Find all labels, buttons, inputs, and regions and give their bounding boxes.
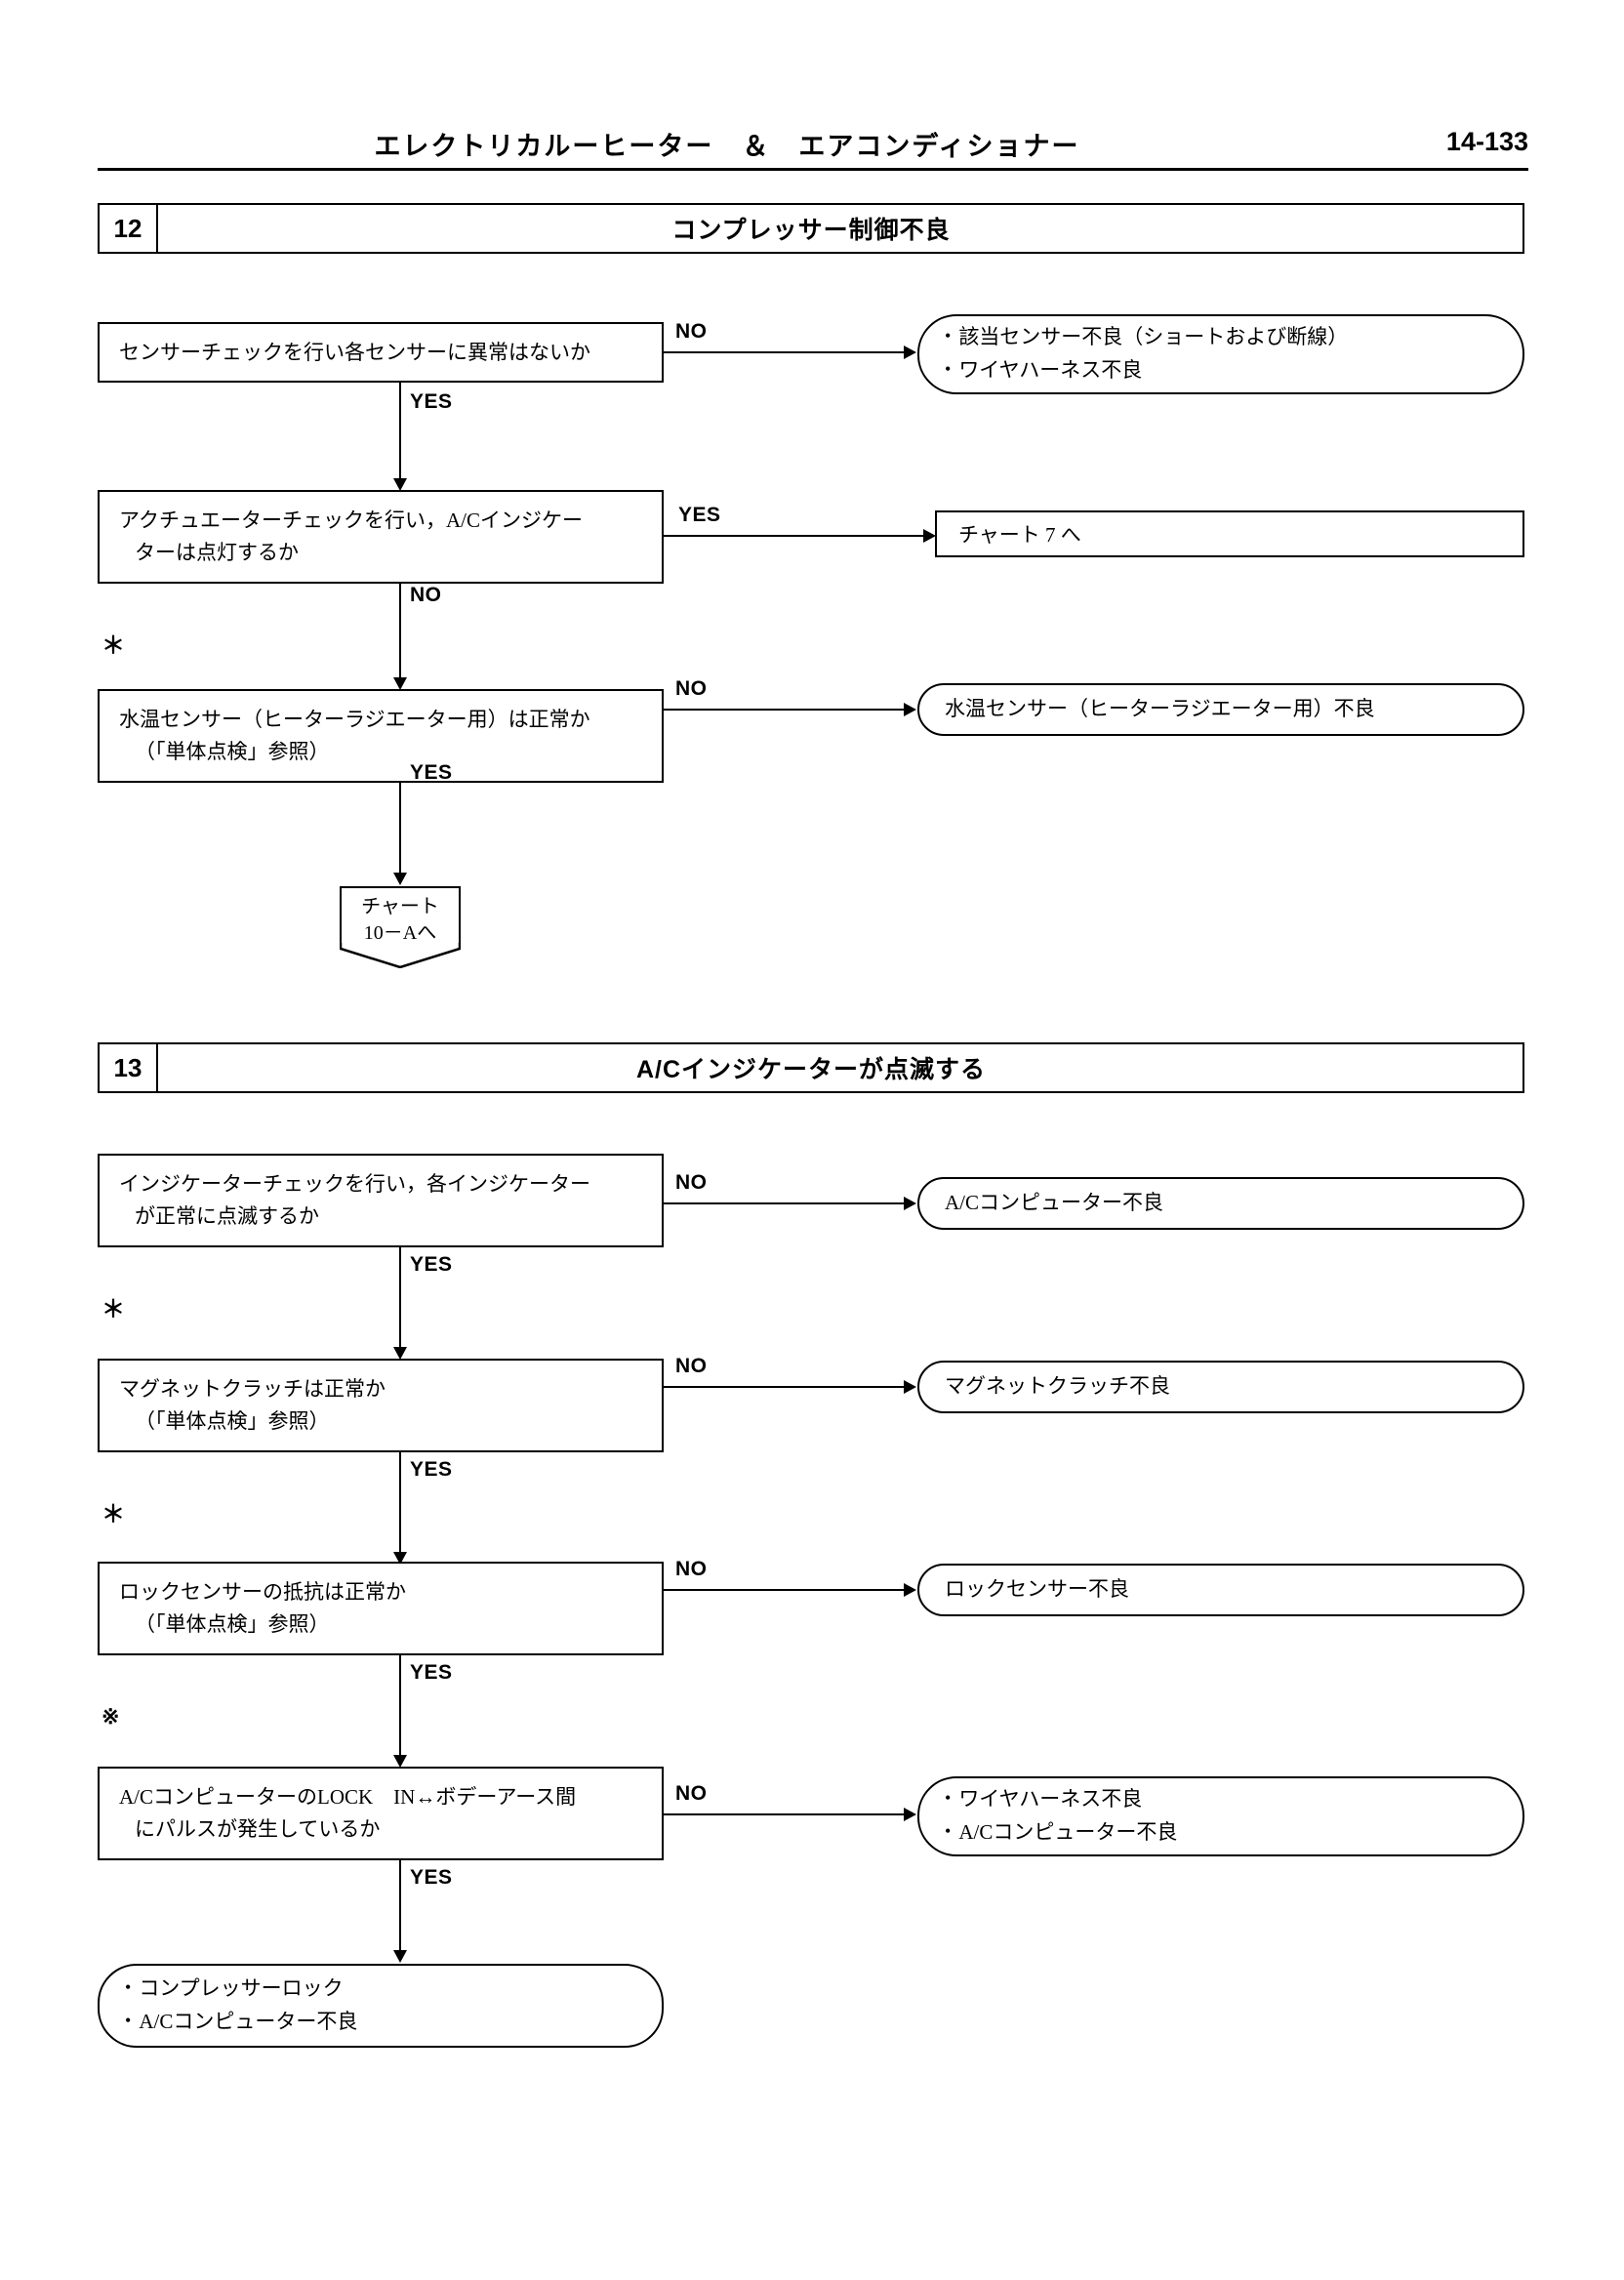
question-line-2: が正常に点滅するか — [135, 1204, 319, 1228]
chart-12-step-3-question: 水温センサー（ヒーターラジエーター用）は正常か （「単体点検」参照） — [98, 689, 664, 783]
chart-13-branch-4-line — [664, 1813, 908, 1815]
chart-12-number: 12 — [100, 205, 158, 252]
question-line-1: アクチュエーターチェックを行い，A/Cインジケー — [119, 509, 583, 533]
chart-13-flow-1-2-arrowhead — [393, 1347, 407, 1360]
result-line-2: A/Cコンピューター不良 — [945, 1816, 1497, 1850]
page-number: 14-133 — [1445, 127, 1528, 156]
chart-12-flow-1-2-arrowhead — [393, 478, 407, 491]
result-line-1: マグネットクラッチ不良 — [945, 1374, 1170, 1399]
chart-13-flow-2-3-arrowhead — [393, 1552, 407, 1565]
terminal-line-2: 10－Aへ — [363, 922, 437, 944]
chart-12-branch-3-label: NO — [675, 677, 708, 700]
result-line-1: ロックセンサー不良 — [945, 1577, 1129, 1602]
result-line-1: A/Cコンピューター不良 — [945, 1191, 1164, 1215]
question-line-1: インジケーターチェックを行い，各インジケーター — [119, 1172, 590, 1197]
chart-12-branch-2-label: YES — [678, 504, 721, 526]
chart-12-branch-2-arrowhead — [923, 529, 936, 543]
chart-13-branch-2-line — [664, 1386, 908, 1388]
chart-12-branch-3-line — [664, 709, 908, 711]
chart-12-flow-2-3-arrowhead — [393, 677, 407, 690]
chart-12-flow-3-terminal-line — [399, 783, 401, 876]
chart-13-terminal-result: コンプレッサーロック A/Cコンピューター不良 — [98, 1964, 664, 2048]
chart-12-terminal-goto: チャート 10－Aへ — [340, 886, 461, 968]
question-line-1: 水温センサー（ヒーターラジエーター用）は正常か — [119, 708, 590, 732]
chart-12-down-1-label: YES — [410, 390, 453, 413]
question-line-1: センサーチェックを行い各センサーに異常はないか — [119, 340, 590, 364]
result-line-2: ワイヤハーネス不良 — [945, 354, 1497, 387]
chart-13-flow-2-3-line — [399, 1452, 401, 1556]
chart-12-result-1: 該当センサー不良（ショートおよび断線） ワイヤハーネス不良 — [917, 314, 1524, 394]
result-line-1: チャート 7 へ — [958, 523, 1081, 547]
chart-12-result-3: 水温センサー（ヒーターラジエーター用）不良 — [917, 683, 1524, 736]
terminal-line-1: コンプレッサーロック — [125, 1973, 636, 2006]
chart-13-result-1: A/Cコンピューター不良 — [917, 1177, 1524, 1230]
chart-13-step-3-question: ロックセンサーの抵抗は正常か （「単体点検」参照） — [98, 1562, 664, 1655]
question-line-1: マグネットクラッチは正常か — [119, 1377, 386, 1402]
chart-13-result-3: ロックセンサー不良 — [917, 1564, 1524, 1616]
result-line-1: 水温センサー（ヒーターラジエーター用）不良 — [945, 697, 1375, 721]
pentagon-tip-icon — [340, 943, 461, 968]
chart-13-step-4-note-mark: ※ — [102, 1704, 120, 1729]
chart-13-flow-4-terminal-line — [399, 1860, 401, 1954]
chart-13-branch-2-label: NO — [675, 1355, 708, 1377]
chart-13-number: 13 — [100, 1044, 158, 1091]
result-line-1: 該当センサー不良（ショートおよび断線） — [945, 321, 1497, 354]
chart-13-step-1-question: インジケーターチェックを行い，各インジケーター が正常に点滅するか — [98, 1154, 664, 1247]
chart-13-down-3-label: YES — [410, 1661, 453, 1684]
chart-13-down-2-label: YES — [410, 1458, 453, 1481]
chart-12-branch-1-line — [664, 351, 908, 353]
chart-13-step-2-question: マグネットクラッチは正常か （「単体点検」参照） — [98, 1359, 664, 1452]
page-title: エレクトリカルーヒーター ＆ エアコンディショナー — [374, 132, 1080, 161]
terminal-line-1: チャート — [361, 896, 439, 917]
question-line-2: （「単体点検」参照） — [135, 740, 330, 763]
chart-12-branch-1-arrowhead — [904, 346, 916, 359]
chart-13-down-4-label: YES — [410, 1866, 453, 1889]
chart-13-flow-4-terminal-arrowhead — [393, 1950, 407, 1963]
chart-12-heading: コンプレッサー制御不良 — [671, 217, 951, 244]
chart-13-branch-3-arrowhead — [904, 1583, 916, 1597]
chart-12-branch-1-label: NO — [675, 320, 708, 343]
chart-13-step-2-note-mark: ＊ — [102, 1297, 125, 1323]
chart-13-flow-3-4-arrowhead — [393, 1755, 407, 1768]
chart-13-branch-2-arrowhead — [904, 1380, 916, 1394]
chart-12-step-1-question: センサーチェックを行い各センサーに異常はないか — [98, 322, 664, 383]
chart-13-flow-3-4-line — [399, 1655, 401, 1759]
result-line-1: ワイヤハーネス不良 — [945, 1783, 1497, 1816]
chart-13-branch-4-label: NO — [675, 1782, 708, 1805]
question-line-2: ターは点灯するか — [135, 541, 299, 564]
chart-13-step-3-note-mark: ＊ — [102, 1502, 125, 1527]
chart-12-title-bar: 12 コンプレッサー制御不良 — [98, 203, 1524, 254]
chart-12-step-2-question: アクチュエーターチェックを行い，A/Cインジケー ターは点灯するか — [98, 490, 664, 584]
chart-13-branch-1-label: NO — [675, 1171, 708, 1194]
chart-13-branch-3-line — [664, 1589, 908, 1591]
chart-13-result-4: ワイヤハーネス不良 A/Cコンピューター不良 — [917, 1776, 1524, 1856]
chart-12-flow-2-3-line — [399, 584, 401, 681]
chart-13-result-2: マグネットクラッチ不良 — [917, 1361, 1524, 1413]
chart-13-step-4-question: A/CコンピューターのLOCK IN↔ボデーアース間 にパルスが発生しているか — [98, 1767, 664, 1860]
chart-12-branch-3-arrowhead — [904, 703, 916, 716]
chart-12-flow-3-terminal-arrowhead — [393, 873, 407, 885]
chart-13-flow-1-2-line — [399, 1247, 401, 1351]
chart-13-down-1-label: YES — [410, 1253, 453, 1276]
chart-13-branch-1-line — [664, 1202, 908, 1204]
chart-13-branch-4-arrowhead — [904, 1808, 916, 1821]
chart-12-flow-1-2-line — [399, 383, 401, 482]
chart-12-branch-2-line — [664, 535, 927, 537]
chart-13-title-bar: 13 A/Cインジケーターが点滅する — [98, 1042, 1524, 1093]
chart-13-branch-1-arrowhead — [904, 1197, 916, 1210]
chart-13-branch-3-label: NO — [675, 1558, 708, 1580]
terminal-line-2: A/Cコンピューター不良 — [125, 2006, 636, 2039]
question-line-2: にパルスが発生しているか — [135, 1817, 381, 1841]
question-line-1: ロックセンサーの抵抗は正常か — [119, 1580, 406, 1605]
chart-12-step-3-note-mark: ＊ — [102, 633, 125, 659]
chart-12-down-3-label: YES — [410, 761, 453, 784]
question-line-2: （「単体点検」参照） — [135, 1409, 330, 1433]
question-line-2: （「単体点検」参照） — [135, 1612, 330, 1636]
chart-12-down-2-label: NO — [410, 584, 442, 606]
question-line-1: A/CコンピューターのLOCK IN↔ボデーアース間 — [119, 1785, 577, 1810]
chart-12-result-2-chart-ref: チャート 7 へ — [935, 510, 1524, 557]
header-divider — [98, 168, 1528, 171]
chart-13-heading: A/Cインジケーターが点滅する — [635, 1056, 987, 1083]
page-header: エレクトリカルーヒーター ＆ エアコンディショナー 14-133 — [98, 125, 1528, 182]
